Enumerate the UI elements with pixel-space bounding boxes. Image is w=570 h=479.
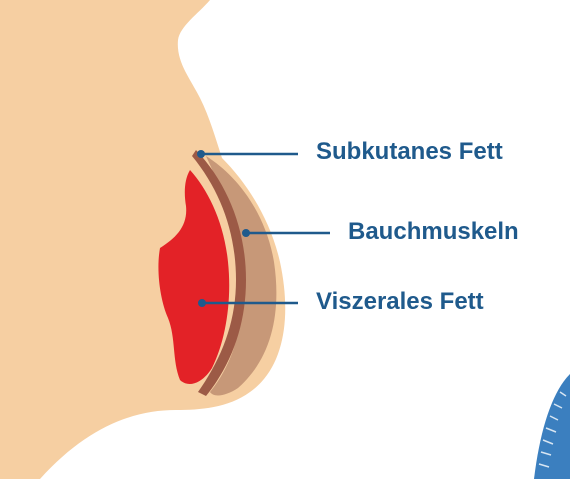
measuring-tape-icon: [534, 374, 570, 479]
leader-dot-abdominal-muscles: [242, 229, 250, 237]
label-abdominal-muscles: Bauchmuskeln: [348, 218, 519, 246]
label-subcutaneous-fat: Subkutanes Fett: [316, 138, 503, 166]
leader-dot-subcutaneous: [197, 150, 205, 158]
leader-dot-visceral: [198, 299, 206, 307]
label-visceral-fat: Viszerales Fett: [316, 288, 484, 316]
